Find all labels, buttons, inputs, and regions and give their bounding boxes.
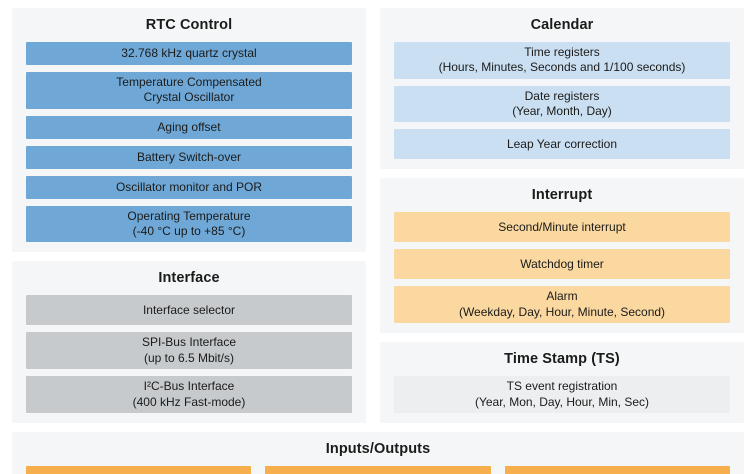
block-operating-temperature: Operating Temperature (-40 °C up to +85 … [26, 205, 352, 243]
block-clk-output-config: CLK output config [504, 465, 730, 474]
right-column: Calendar Time registers (Hours, Minutes,… [380, 8, 744, 423]
block-watchdog-timer: Watchdog timer [394, 249, 730, 280]
block-leap-year-correction: Leap Year correction [394, 129, 730, 160]
rtc-control-title: RTC Control [145, 17, 233, 33]
panel-rtc-control: RTC Control 32.768 kHz quartz crystal Te… [12, 8, 366, 253]
interrupt-title: Interrupt [531, 187, 593, 204]
block-date-registers: Date registers (Year, Month, Day) [394, 85, 730, 123]
block-battery-switchover: Battery Switch-over [26, 145, 352, 169]
block-quartz-crystal: 32.768 kHz quartz crystal [26, 42, 352, 65]
block-ts-event-registration: TS event registration (Year, Mon, Day, H… [394, 376, 730, 413]
block-spi-bus-interface: SPI-Bus Interface (up to 6.5 Mbit/s) [26, 332, 352, 370]
inputs-outputs-row: Interrupt config TS inputs config CLK ou… [26, 465, 730, 474]
panel-interrupt: Interrupt Second/Minute interrupt Watchd… [380, 178, 744, 334]
panel-interface: Interface Interface selector SPI-Bus Int… [12, 261, 366, 423]
block-interface-selector: Interface selector [26, 295, 352, 326]
diagram-columns: RTC Control 32.768 kHz quartz crystal Te… [12, 8, 744, 423]
block-i2c-bus-interface: I²C-Bus Interface (400 kHz Fast-mode) [26, 376, 352, 413]
panel-inputs-outputs: Inputs/Outputs Interrupt config TS input… [12, 431, 744, 474]
left-column: RTC Control 32.768 kHz quartz crystal Te… [12, 8, 366, 423]
block-interrupt-config: Interrupt config [26, 465, 252, 474]
block-oscillator-monitor-por: Oscillator monitor and POR [26, 175, 352, 199]
calendar-title: Calendar [530, 17, 594, 33]
block-tcxo: Temperature Compensated Crystal Oscillat… [26, 72, 352, 109]
interface-title: Interface [158, 270, 220, 287]
inputs-outputs-title: Inputs/Outputs [325, 440, 431, 457]
panel-time-stamp: Time Stamp (TS) TS event registration (Y… [380, 342, 744, 423]
block-second-minute-interrupt: Second/Minute interrupt [394, 212, 730, 243]
time-stamp-title: Time Stamp (TS) [504, 351, 620, 368]
block-time-registers: Time registers (Hours, Minutes, Seconds … [394, 42, 730, 79]
block-aging-offset: Aging offset [26, 115, 352, 139]
block-ts-inputs-config: TS inputs config [265, 465, 491, 474]
block-alarm: Alarm (Weekday, Day, Hour, Minute, Secon… [394, 286, 730, 324]
panel-calendar: Calendar Time registers (Hours, Minutes,… [380, 8, 744, 170]
